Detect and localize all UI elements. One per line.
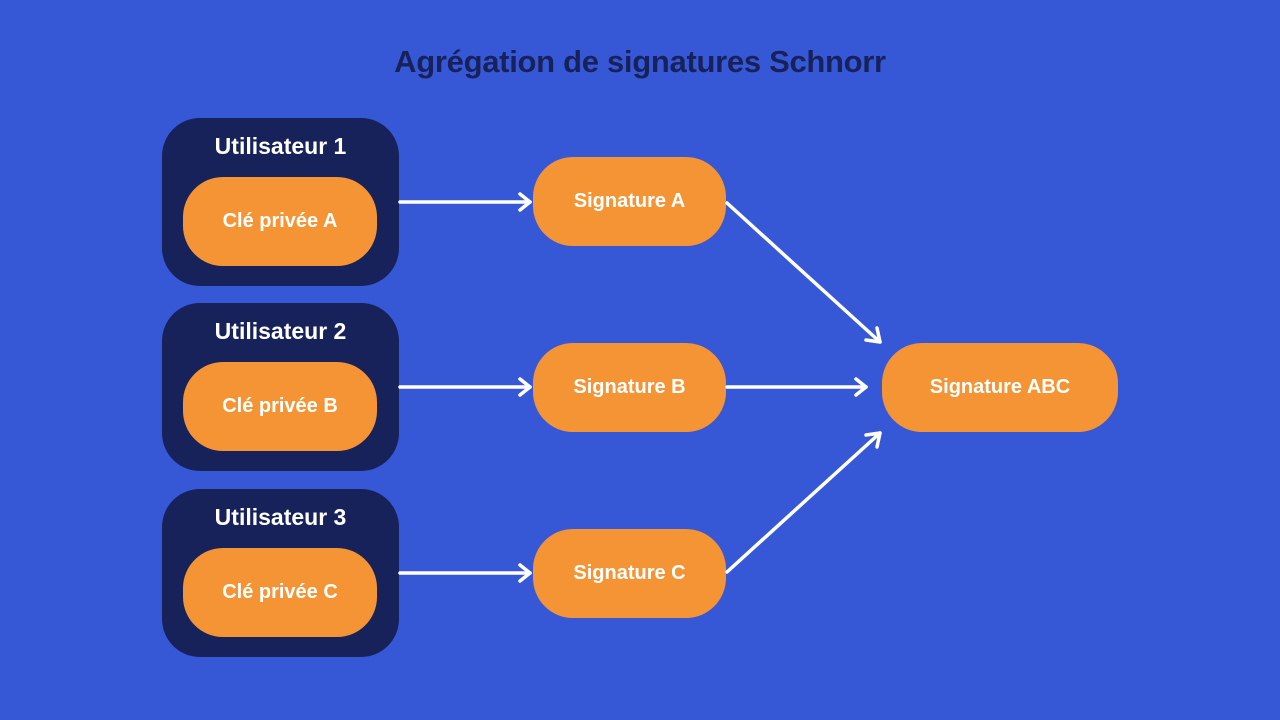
private-key-c: Clé privée C (183, 548, 377, 637)
arrow-signature-b-to-abc (725, 377, 868, 397)
user-box-1: Utilisateur 1 Clé privée A (162, 118, 399, 286)
arrow-key-a-to-signature-a (398, 192, 532, 212)
diagram-title: Agrégation de signatures Schnorr (394, 44, 886, 79)
private-key-a: Clé privée A (183, 177, 377, 266)
arrow-key-b-to-signature-b (398, 377, 532, 397)
signature-abc: Signature ABC (882, 343, 1118, 432)
arrow-signature-c-to-abc (725, 431, 882, 574)
user-label-1: Utilisateur 1 (214, 133, 347, 159)
private-key-b: Clé privée B (183, 362, 377, 451)
user-label-3: Utilisateur 3 (214, 504, 347, 530)
user-box-3: Utilisateur 3 Clé privée C (162, 489, 399, 657)
signature-c: Signature C (533, 529, 726, 618)
user-label-2: Utilisateur 2 (214, 318, 347, 344)
arrow-key-c-to-signature-c (398, 563, 532, 583)
arrow-signature-a-to-abc (725, 201, 882, 344)
signature-b: Signature B (533, 343, 726, 432)
signature-a: Signature A (533, 157, 726, 246)
user-box-2: Utilisateur 2 Clé privée B (162, 303, 399, 471)
